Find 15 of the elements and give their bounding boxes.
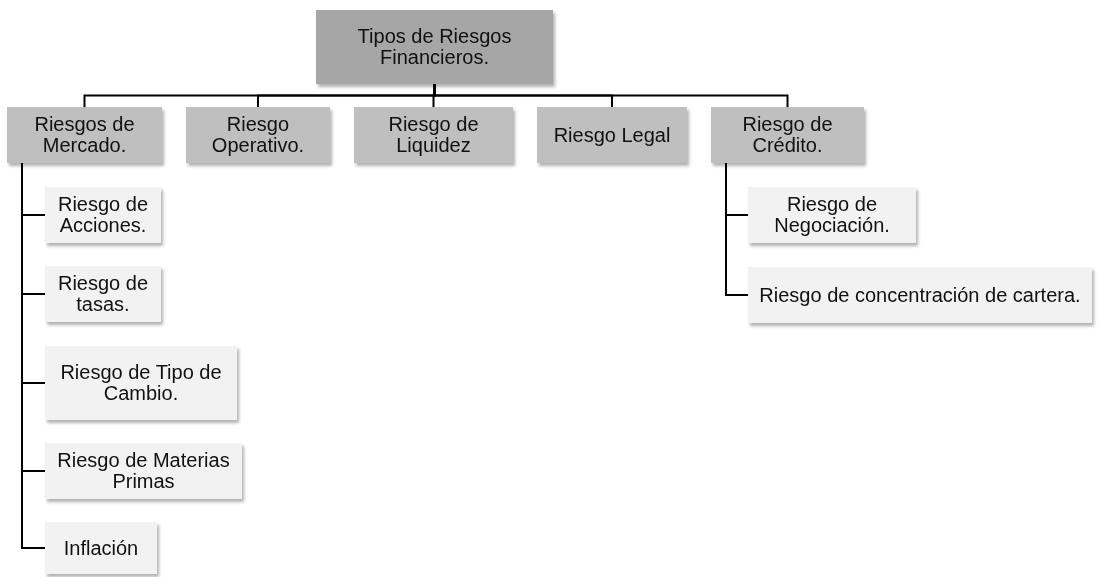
subcategory-box: Riesgo de Materias Primas [45,443,242,499]
category-box: Riesgo de Crédito. [711,107,864,163]
subcategory-box: Riesgo de Tipo de Cambio. [45,346,237,420]
category-box: Riesgos de Mercado. [7,107,162,163]
category-box: Riesgo Legal [537,107,687,163]
subcategory-box: Riesgo de tasas. [45,266,161,322]
category-box: Riesgo Operativo. [186,107,330,163]
subcategory-box: Inflación [45,522,157,574]
root-box: Tipos de Riesgos Financieros. [316,10,553,84]
subcategory-box: Riesgo de concentración de cartera. [748,267,1092,323]
connector-line [725,162,749,296]
category-box: Riesgo de Liquidez [354,107,513,163]
subcategory-box: Riesgo de Acciones. [45,187,161,243]
subcategory-box: Riesgo de Negociación. [748,187,916,243]
connector-line [433,83,789,108]
